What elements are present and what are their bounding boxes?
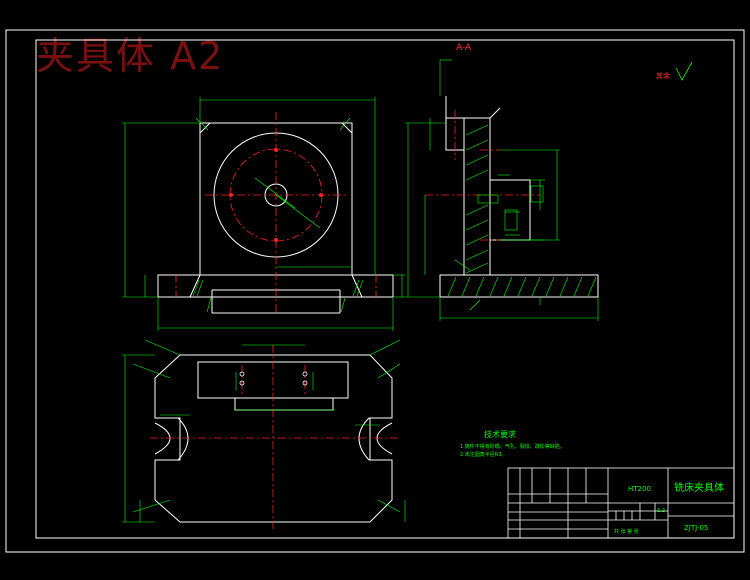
- section-title: A-A: [456, 43, 472, 53]
- outer-border: [5, 29, 745, 553]
- title-material: HT200: [628, 485, 651, 493]
- tech-req-line-2: 2.未注圆角半径R3。: [460, 451, 506, 458]
- inner-frame: [35, 39, 735, 539]
- top-view: [154, 354, 393, 523]
- section-centerlines: [425, 110, 540, 241]
- top-view-holes: [239, 371, 308, 386]
- title-drawing-no: ZJTJ-05: [684, 524, 708, 532]
- front-view-centerlines: [175, 112, 377, 312]
- front-view-hatch: [192, 279, 364, 313]
- title-block: [507, 467, 735, 539]
- title-sheet: 共 张 第 张: [614, 528, 639, 535]
- roughness-label: 其余: [656, 71, 670, 80]
- tech-req-title: 技术要求: [484, 429, 516, 439]
- title-part-name: 铣床夹具体: [674, 481, 724, 494]
- front-base: [157, 274, 394, 298]
- front-view-holes: [229, 148, 323, 242]
- roughness-symbol: [675, 61, 693, 81]
- watermark: 夹具体 A2: [36, 34, 225, 78]
- section-view: [439, 96, 599, 298]
- section-dimensions: [405, 59, 599, 321]
- section-hatch: [447, 124, 597, 297]
- title-scale: 1:2: [657, 508, 665, 514]
- top-view-dimensions: [122, 339, 406, 523]
- front-view-dimensions: [122, 97, 405, 331]
- top-view-centerlines: [150, 345, 398, 532]
- tech-req-line-1: 1.铸件不得有砂眼、气孔、裂纹、疏松等缺陷。: [460, 443, 565, 450]
- section-base: [439, 274, 599, 298]
